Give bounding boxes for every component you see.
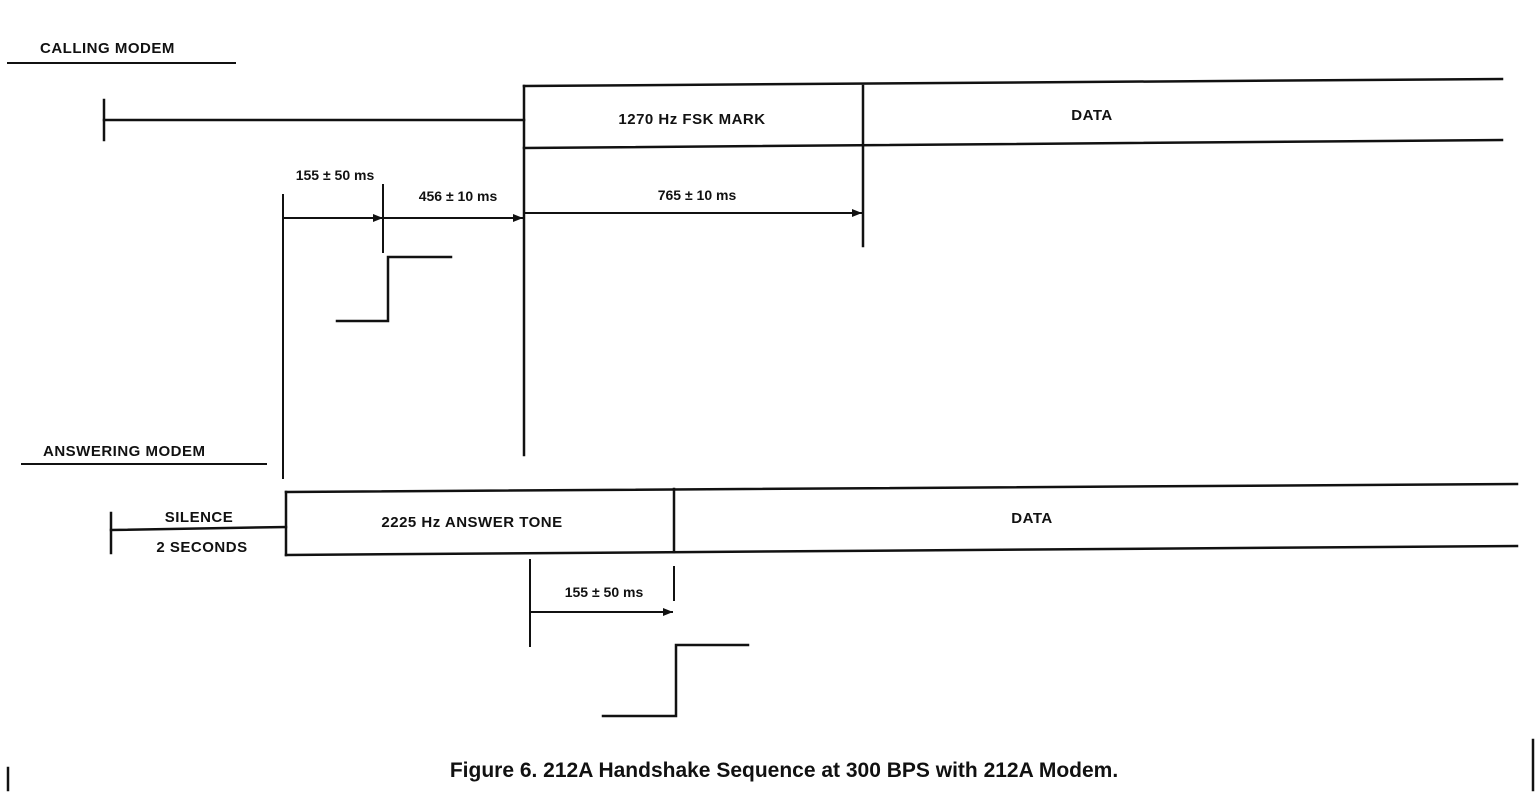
answering-silence-line (109, 525, 288, 532)
calling-data-label: DATA (1071, 107, 1112, 124)
calling-modem-title: CALLING MODEM (40, 40, 175, 57)
calling-step-waveform (335, 255, 453, 323)
calling-t1-label: 155 ± 50 ms (296, 167, 375, 183)
answering-modem-title: ANSWERING MODEM (43, 443, 206, 460)
calling-fsk-mark-label: 1270 Hz FSK MARK (618, 111, 765, 128)
calling-t3-label: 765 ± 10 ms (658, 187, 737, 203)
answering-bottom-line (284, 544, 1519, 557)
answering-t1-label: 155 ± 50 ms (565, 584, 644, 600)
silence-duration-label: 2 SECONDS (156, 539, 247, 556)
answering-step-waveform (601, 643, 750, 718)
figure-caption: Figure 6. 212A Handshake Sequence at 300… (450, 759, 1118, 782)
calling-bottom-line (522, 138, 1504, 150)
answer-tone-label: 2225 Hz ANSWER TONE (381, 514, 562, 531)
answering-data-label: DATA (1011, 510, 1052, 527)
answering-top-line (284, 482, 1519, 494)
calling-top-line (522, 77, 1504, 88)
silence-label: SILENCE (165, 509, 234, 526)
calling-t2-label: 456 ± 10 ms (419, 188, 498, 204)
